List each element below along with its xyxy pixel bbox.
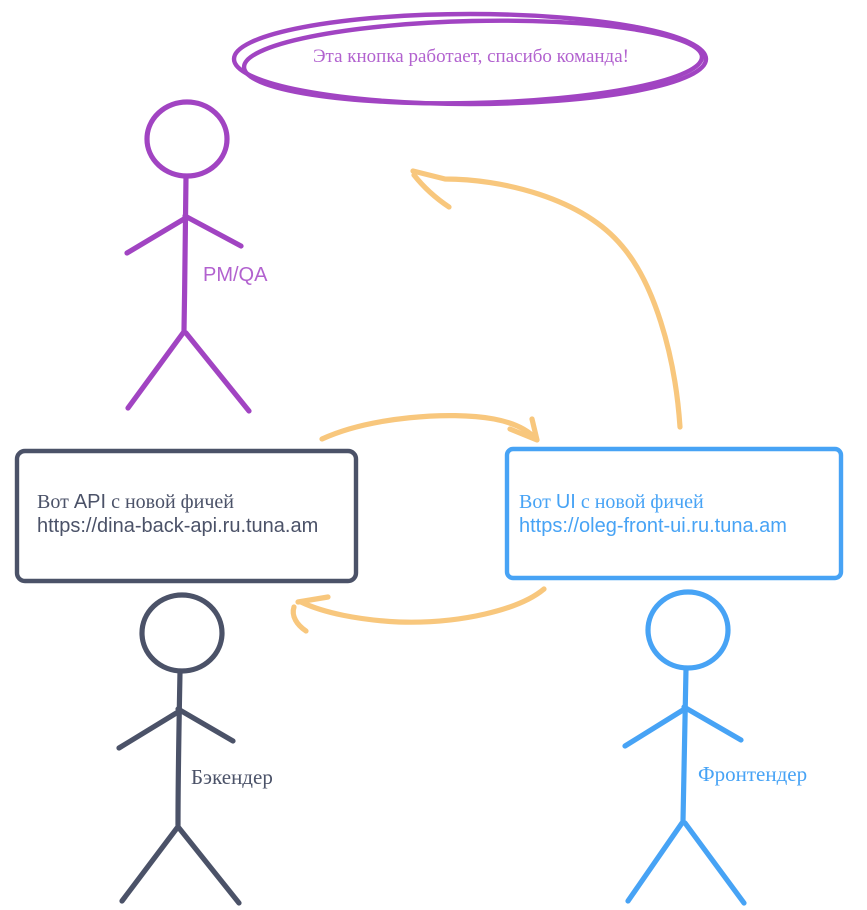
frontend-body (680, 666, 689, 824)
frontend-right-arm (681, 704, 744, 743)
backend-body (175, 669, 183, 829)
arrow-ui-to-bubble-shaft (410, 168, 683, 430)
pm-head (144, 99, 230, 179)
backend-stick-figure (116, 592, 242, 906)
api-box: Вот API с новой фичей https://dina-back-… (37, 490, 318, 538)
ui-title-part-2: UI (555, 491, 576, 513)
api-title-part-1: Вот (37, 491, 74, 513)
pm-right-arm (182, 213, 244, 249)
arrow-ui-to-backend-head (290, 594, 331, 634)
backend-left-arm (116, 709, 181, 751)
speech-bubble (231, 11, 709, 107)
arrow-ui-to-bubble-head (411, 172, 452, 210)
pm-left-arm (124, 216, 187, 256)
frontend-right-leg (682, 820, 747, 906)
frontend-left-arm (622, 707, 686, 749)
pm-qa-label: PM/QA (203, 264, 268, 286)
backend-left-leg (119, 825, 180, 904)
pm-qa-stick-figure (124, 99, 252, 414)
backend-right-leg (176, 825, 242, 906)
api-title-part-2: API (73, 491, 107, 513)
backend-head (139, 592, 225, 674)
arrow-api-to-ui-shaft (319, 413, 539, 442)
speech-bubble-outline-2 (241, 18, 705, 106)
ui-box-title: Вот UI с новой фичей (519, 490, 787, 514)
arrow-ui-to-backend-shaft (298, 586, 547, 625)
api-box-outline (14, 448, 359, 584)
api-title-part-3: с новой фичей (106, 491, 234, 513)
ui-title-part-3: с новой фичей (575, 491, 704, 513)
frontend-head (645, 589, 731, 671)
ui-box-url: https://oleg-front-ui.ru.tuna.am (519, 515, 787, 537)
frontend-label: Фронтендер (698, 762, 808, 786)
backend-right-arm (175, 706, 236, 744)
arrows (290, 168, 683, 634)
arrow-api-to-ui-head (507, 416, 540, 443)
ui-title-part-1: Вот (519, 491, 556, 513)
api-box-url: https://dina-back-api.ru.tuna.am (37, 515, 319, 537)
frontend-stick-figure (622, 589, 747, 906)
speech-bubble-text: Эта кнопка работает, спасибо команда! (313, 46, 629, 67)
pm-left-leg (125, 330, 186, 411)
backend-label: Бэкендер (191, 765, 273, 789)
frontend-left-leg (625, 820, 685, 904)
pm-right-leg (183, 330, 252, 414)
api-box-title: Вот API с новой фичей (37, 490, 318, 514)
ui-box-outline (504, 446, 844, 581)
pm-body (181, 174, 189, 334)
ui-box: Вот UI с новой фичей https://oleg-front-… (519, 490, 787, 538)
